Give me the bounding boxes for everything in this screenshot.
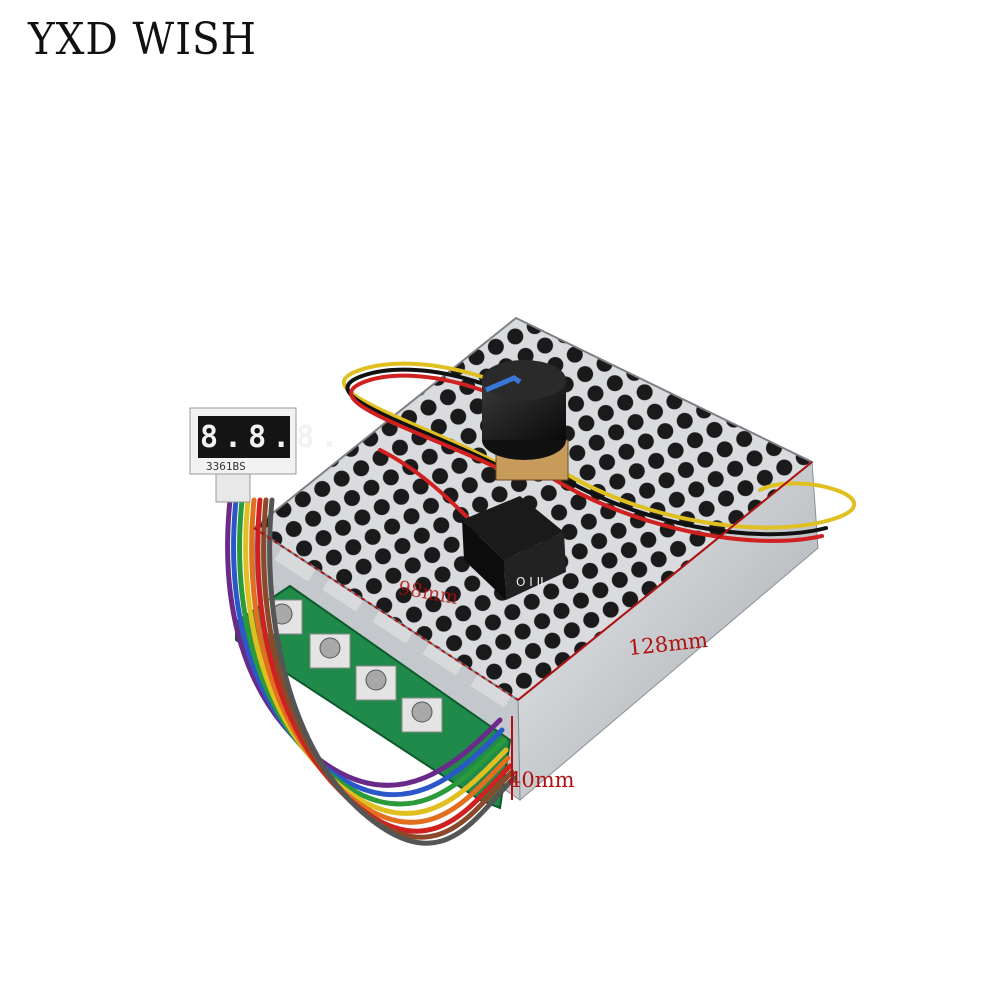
display-digits: 8.8.8. — [200, 420, 345, 455]
display-part-number: 3361BS — [206, 460, 246, 473]
dimension-height-label: 40mm — [508, 768, 575, 792]
rocker-switch: O I II — [462, 496, 566, 600]
potentiometer-knob — [482, 360, 566, 460]
front-label-strip — [274, 548, 512, 708]
dimension-lines — [253, 461, 813, 800]
ribbon-cable — [225, 497, 517, 846]
svg-text:O I II: O I II — [516, 575, 544, 589]
brand-title: YXD WISH — [28, 14, 257, 65]
seven-segment-display-module — [189, 407, 297, 503]
